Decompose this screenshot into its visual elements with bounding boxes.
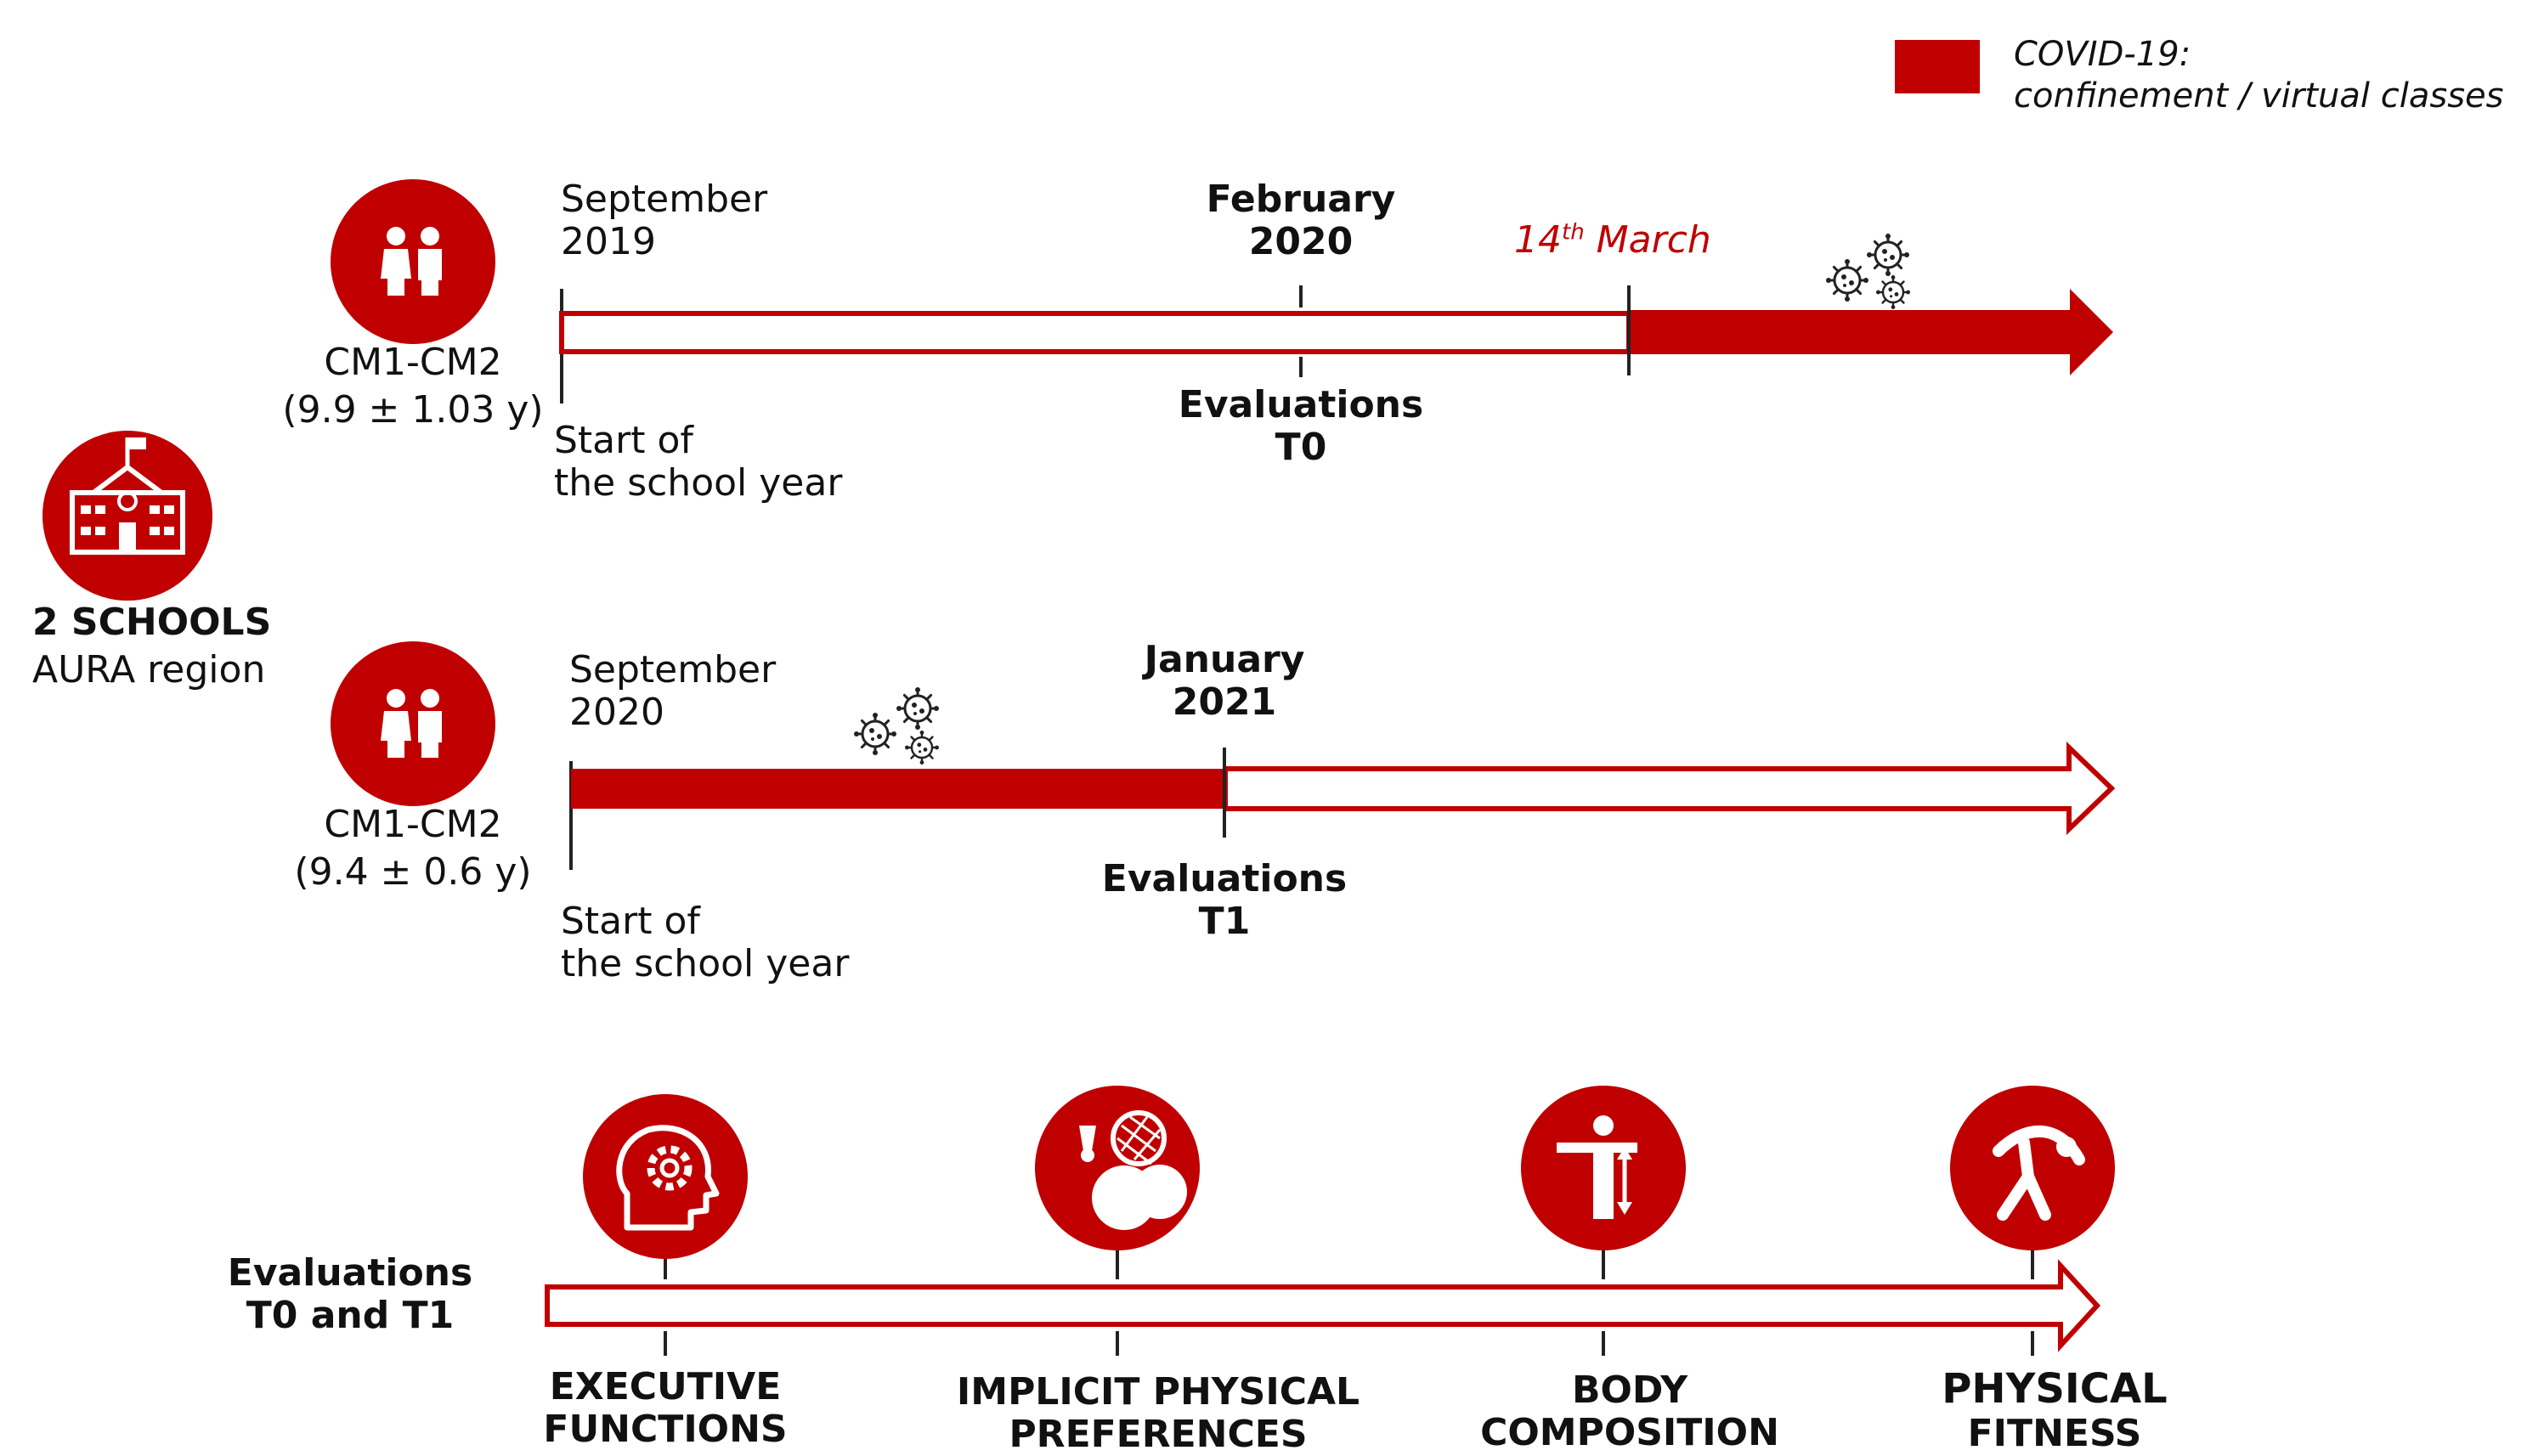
cohort1-start-month: September xyxy=(561,178,768,221)
cohort1-eval-label: Evaluations T0 xyxy=(1178,383,1424,470)
eval-item-implicit-physical-preferences: IMPLICIT PHYSICAL PREFERENCES xyxy=(956,1370,1360,1456)
cohort1-start-caption: Start of the school year xyxy=(554,419,843,505)
cohort2-timeline xyxy=(569,686,2116,870)
cohort2-start-year: 2020 xyxy=(569,691,664,735)
stretching-person-icon xyxy=(1950,1086,2115,1250)
cohort1-timeline xyxy=(559,232,2113,404)
cohort2-start-caption-2: the school year xyxy=(561,942,850,986)
body-composition-icon xyxy=(1521,1086,1686,1250)
covid-date-sup: th xyxy=(1562,219,1585,245)
cohort1-start-caption-2: the school year xyxy=(554,461,843,505)
eval-item-line-1: EXECUTIVE xyxy=(549,1365,782,1408)
cohort1-eval-label-1: Evaluations xyxy=(1178,383,1424,426)
cohort1-eval-year: 2020 xyxy=(1248,220,1354,264)
cohort1-start-year: 2019 xyxy=(561,220,656,264)
cohort2-eval-date: January 2021 xyxy=(1144,638,1305,725)
eval-item-line-2: PREFERENCES xyxy=(1009,1413,1308,1456)
head-gear-icon xyxy=(583,1094,748,1259)
cohort2-eval-label: Evaluations T1 xyxy=(1101,857,1348,944)
cohort2-eval-label-2: T1 xyxy=(1198,900,1251,944)
cohort1-covid-arrow xyxy=(1629,289,2113,375)
covid-legend-swatch xyxy=(1895,40,1980,93)
school-building-icon xyxy=(42,431,212,601)
cohort2-eval-label-1: Evaluations xyxy=(1101,857,1348,900)
eval-item-line-2: COMPOSITION xyxy=(1480,1411,1779,1455)
cohort1-eval-month: February xyxy=(1206,178,1396,221)
eval-item-executive-functions: EXECUTIVE FUNCTIONS xyxy=(543,1365,788,1452)
virus-icon xyxy=(852,686,941,766)
cohort1-age-label: (9.9 ± 1.03 y) xyxy=(282,388,544,432)
cohort2-start-caption-1: Start of xyxy=(561,900,700,943)
eval-item-body-composition: BODY COMPOSITION xyxy=(1480,1369,1779,1454)
covid-legend-text: COVID-19: confinement / virtual classes xyxy=(2014,34,2503,117)
cohort2-start-caption: Start of the school year xyxy=(561,900,849,985)
eval-item-line-1: BODY xyxy=(1571,1369,1688,1412)
covid-date-month: March xyxy=(1584,218,1711,262)
eval-item-line-1: IMPLICIT PHYSICAL xyxy=(956,1370,1360,1414)
cohort2-start-month: September xyxy=(569,648,777,691)
eval-item-line-2: FITNESS xyxy=(1967,1411,2142,1455)
evaluations-timeline xyxy=(545,1240,2101,1356)
cohort2-children-icon xyxy=(331,641,495,806)
cohort1-class-label: CM1-CM2 xyxy=(324,341,502,384)
cohort1-eval-label-2: T0 xyxy=(1275,426,1327,470)
cohort2-eval-month: January xyxy=(1144,638,1305,681)
cohort2-covid-bar xyxy=(571,769,1225,809)
cohort1-start-date: September 2019 xyxy=(561,178,767,263)
cohort1-start-caption-1: Start of xyxy=(554,419,693,462)
legend-line-1: COVID-19: xyxy=(2014,35,2191,74)
eval-item-physical-fitness: PHYSICAL FITNESS xyxy=(1942,1366,2168,1455)
evaluations-t0-t1-label: Evaluations T0 and T1 xyxy=(227,1251,473,1338)
region-label: AURA region xyxy=(32,648,266,691)
eval-item-line-1: PHYSICAL xyxy=(1942,1365,2168,1413)
cohort2-class-label: CM1-CM2 xyxy=(324,803,502,846)
schools-label: 2 SCHOOLS xyxy=(32,601,272,644)
legend-line-2: confinement / virtual classes xyxy=(2014,76,2504,116)
evaluations-label-2: T0 and T1 xyxy=(246,1294,455,1338)
cohort1-children-icon xyxy=(331,179,495,344)
evaluations-label-1: Evaluations xyxy=(227,1251,473,1295)
virus-icon xyxy=(1824,232,1912,311)
covid-date-day: 14 xyxy=(1514,218,1562,262)
sports-balls-icon xyxy=(1035,1086,1200,1250)
covid-start-date: 14th March xyxy=(1514,218,1711,262)
eval-item-line-2: FUNCTIONS xyxy=(543,1408,788,1452)
cohort2-start-date: September 2020 xyxy=(569,648,777,735)
cohort2-eval-year: 2021 xyxy=(1172,680,1277,725)
cohort1-eval-date: February 2020 xyxy=(1207,178,1396,263)
cohort2-age-label: (9.4 ± 0.6 y) xyxy=(294,850,532,894)
